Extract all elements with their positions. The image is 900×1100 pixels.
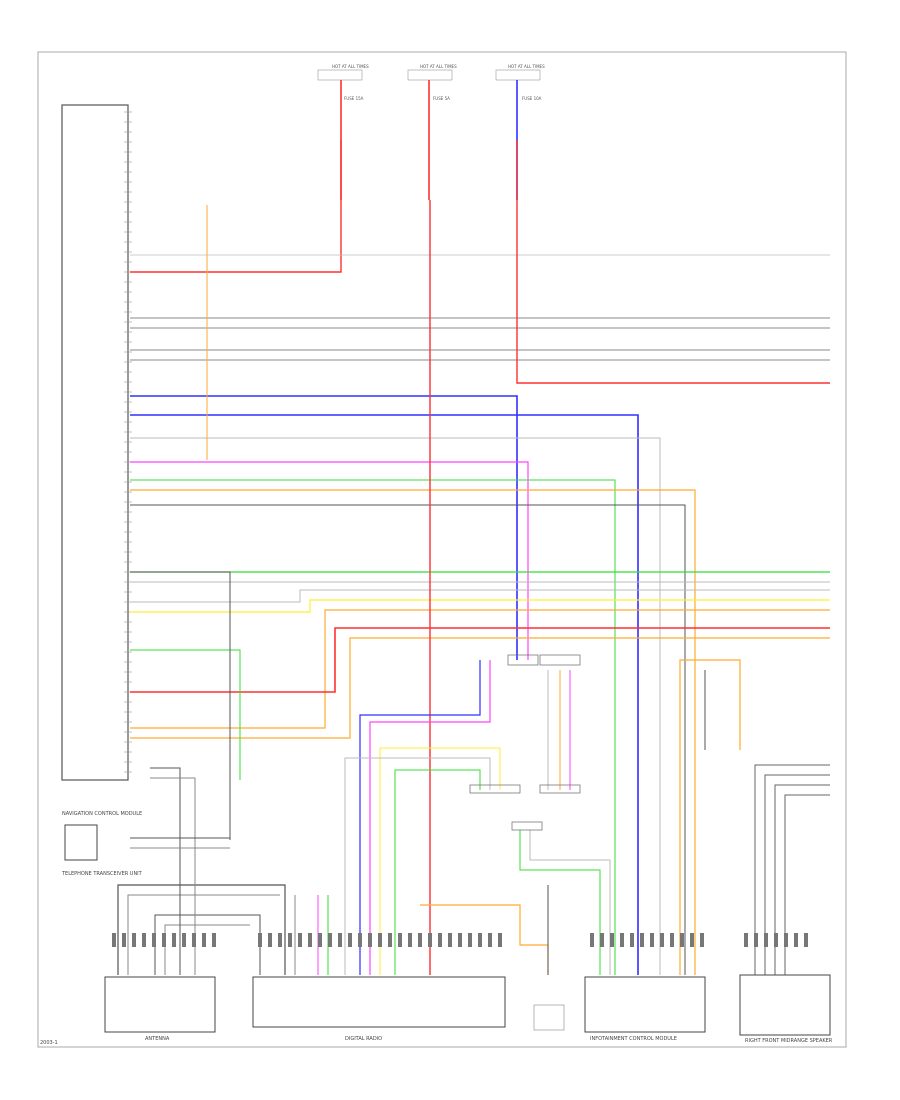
bottom-connector-pin <box>488 933 492 947</box>
bottom-connector-pin <box>610 933 614 947</box>
bottom-connector-pin <box>774 933 778 947</box>
bottom-connector-pin <box>650 933 654 947</box>
lower-left-wires <box>117 767 329 975</box>
bottom-connector-pin <box>640 933 644 947</box>
bottom-connector-pin <box>590 933 594 947</box>
bottom-connector-pin <box>478 933 482 947</box>
bottom-connector-pin <box>630 933 634 947</box>
bottom-connector-pin <box>468 933 472 947</box>
nav-module-label: NAVIGATION CONTROL MODULE <box>62 811 142 817</box>
bottom-connector-pin <box>202 933 206 947</box>
bottom-connector-pin <box>804 933 808 947</box>
fuse-3-label: HOT AT ALL TIMES <box>508 64 545 69</box>
bottom-connector-pin <box>418 933 422 947</box>
antenna-label: ANTENNA <box>145 1036 170 1042</box>
front-speaker-label: RIGHT FRONT MIDRANGE SPEAKER <box>745 1038 833 1044</box>
bottom-connector-pin <box>428 933 432 947</box>
bottom-connector-pin <box>600 933 604 947</box>
fuse-box-1: HOT AT ALL TIMES FUSE 15A <box>317 64 369 200</box>
digital-radio-box <box>252 976 506 1028</box>
bottom-connector-pin <box>398 933 402 947</box>
bottom-connector-pin <box>172 933 176 947</box>
bottom-connector-pin <box>764 933 768 947</box>
bottom-connector-pin <box>112 933 116 947</box>
bottom-connector-pin <box>318 933 322 947</box>
digital-radio-label: DIGITAL RADIO <box>345 1036 382 1042</box>
bottom-connector-pin <box>162 933 166 947</box>
right-speaker-wires <box>754 764 830 975</box>
bottom-connector-pin <box>498 933 502 947</box>
fuse-box-3: HOT AT ALL TIMES FUSE 10A <box>495 64 545 200</box>
bottom-connector-pin <box>152 933 156 947</box>
radio-module-label: INFOTAINMENT CONTROL MODULE <box>590 1036 677 1042</box>
bottom-connector-pin <box>212 933 216 947</box>
antenna-box <box>104 976 216 1033</box>
fuse-1-ref: FUSE 15A <box>344 96 364 101</box>
bottom-connector-pin <box>192 933 196 947</box>
bottom-connector-pin <box>448 933 452 947</box>
radio-module-box <box>584 976 706 1033</box>
bottom-connector-pin <box>308 933 312 947</box>
bottom-connector-pin <box>660 933 664 947</box>
telephone-box <box>64 824 98 861</box>
bottom-connector-pin <box>348 933 352 947</box>
bottom-connector-pin <box>358 933 362 947</box>
bottom-connector-pin <box>670 933 674 947</box>
bottom-connector-pin <box>182 933 186 947</box>
speaker-connector-box <box>533 1004 565 1031</box>
page-border <box>37 51 847 1048</box>
bottom-connector-pin <box>368 933 372 947</box>
fuse-box-2: HOT AT ALL TIMES FUSE 5A <box>407 64 457 200</box>
bottom-connector-pin <box>744 933 748 947</box>
bottom-connector-pin <box>142 933 146 947</box>
splice-connectors <box>344 650 741 975</box>
telephone-label: TELEPHONE TRANSCEIVER UNIT <box>61 871 143 877</box>
bottom-connector-pin <box>458 933 462 947</box>
bottom-connector-pin <box>132 933 136 947</box>
bottom-connector-pin <box>388 933 392 947</box>
nav-control-module-outline <box>61 104 129 781</box>
bottom-connector-pin <box>794 933 798 947</box>
bottom-connector-pin <box>268 933 272 947</box>
bottom-connector-pin <box>278 933 282 947</box>
bottom-connector-pin <box>122 933 126 947</box>
page-number: 2003-1 <box>40 1040 58 1046</box>
bottom-connector-pin <box>298 933 302 947</box>
bottom-connector-pin <box>620 933 624 947</box>
fuse-3-ref: FUSE 10A <box>522 96 542 101</box>
front-speaker-box <box>739 974 831 1036</box>
fuse-2-label: HOT AT ALL TIMES <box>420 64 457 69</box>
fuse-2-ref: FUSE 5A <box>433 96 450 101</box>
bottom-connector-pin <box>378 933 382 947</box>
bottom-connector-pin <box>700 933 704 947</box>
bottom-connector-pin <box>258 933 262 947</box>
bottom-connector-pin <box>328 933 332 947</box>
bottom-connector-pin <box>288 933 292 947</box>
horizontal-wires <box>130 140 830 975</box>
bottom-connector-pin <box>690 933 694 947</box>
bottom-connector-pin <box>338 933 342 947</box>
fuse-1-label: HOT AT ALL TIMES <box>332 64 369 69</box>
bottom-connector-pin <box>680 933 684 947</box>
bottom-connector-pin <box>408 933 412 947</box>
bottom-connector-pin <box>784 933 788 947</box>
bottom-pins <box>112 933 808 947</box>
bottom-connector-pin <box>754 933 758 947</box>
bottom-connector-pin <box>438 933 442 947</box>
mini-connectors <box>469 654 581 831</box>
